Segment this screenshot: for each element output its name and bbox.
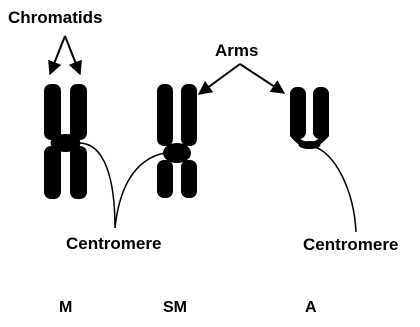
chromosome-acrocentric: [290, 87, 329, 149]
centromere-label-right: Centromere: [303, 236, 398, 253]
type-label-a: A: [305, 300, 317, 316]
chromosome-metacentric: [44, 84, 87, 199]
chromatid-right-upper: [70, 84, 87, 140]
arms-arrows: [199, 64, 284, 94]
chromatid-left-upper: [157, 84, 173, 146]
chromatids-label: Chromatids: [8, 9, 102, 26]
chromatids-arrows: [50, 36, 80, 74]
arrow-to-right-chromatid: [65, 36, 80, 74]
chromatid-left-upper: [44, 84, 61, 140]
centromere-label-left: Centromere: [66, 235, 161, 252]
chromatid-left-lower: [44, 146, 61, 199]
chromatid-right-lower: [181, 160, 197, 198]
centromere-leaders: [78, 143, 356, 232]
chromatid-left: [290, 87, 306, 139]
leader-to-a-centromere: [312, 146, 356, 232]
arrow-to-sm-arm: [199, 64, 240, 94]
type-label-sm: SM: [163, 300, 187, 316]
chromosome-submetacentric: [157, 84, 197, 198]
chromatid-right-lower: [70, 146, 87, 199]
arms-label: Arms: [215, 42, 258, 59]
centromere-metacentric: [51, 134, 81, 152]
chromatid-right-upper: [181, 84, 197, 146]
arrow-to-a-arm: [240, 64, 284, 93]
type-label-m: M: [59, 300, 72, 316]
chromatid-left-lower: [157, 160, 173, 198]
arrow-to-left-chromatid: [50, 36, 65, 74]
